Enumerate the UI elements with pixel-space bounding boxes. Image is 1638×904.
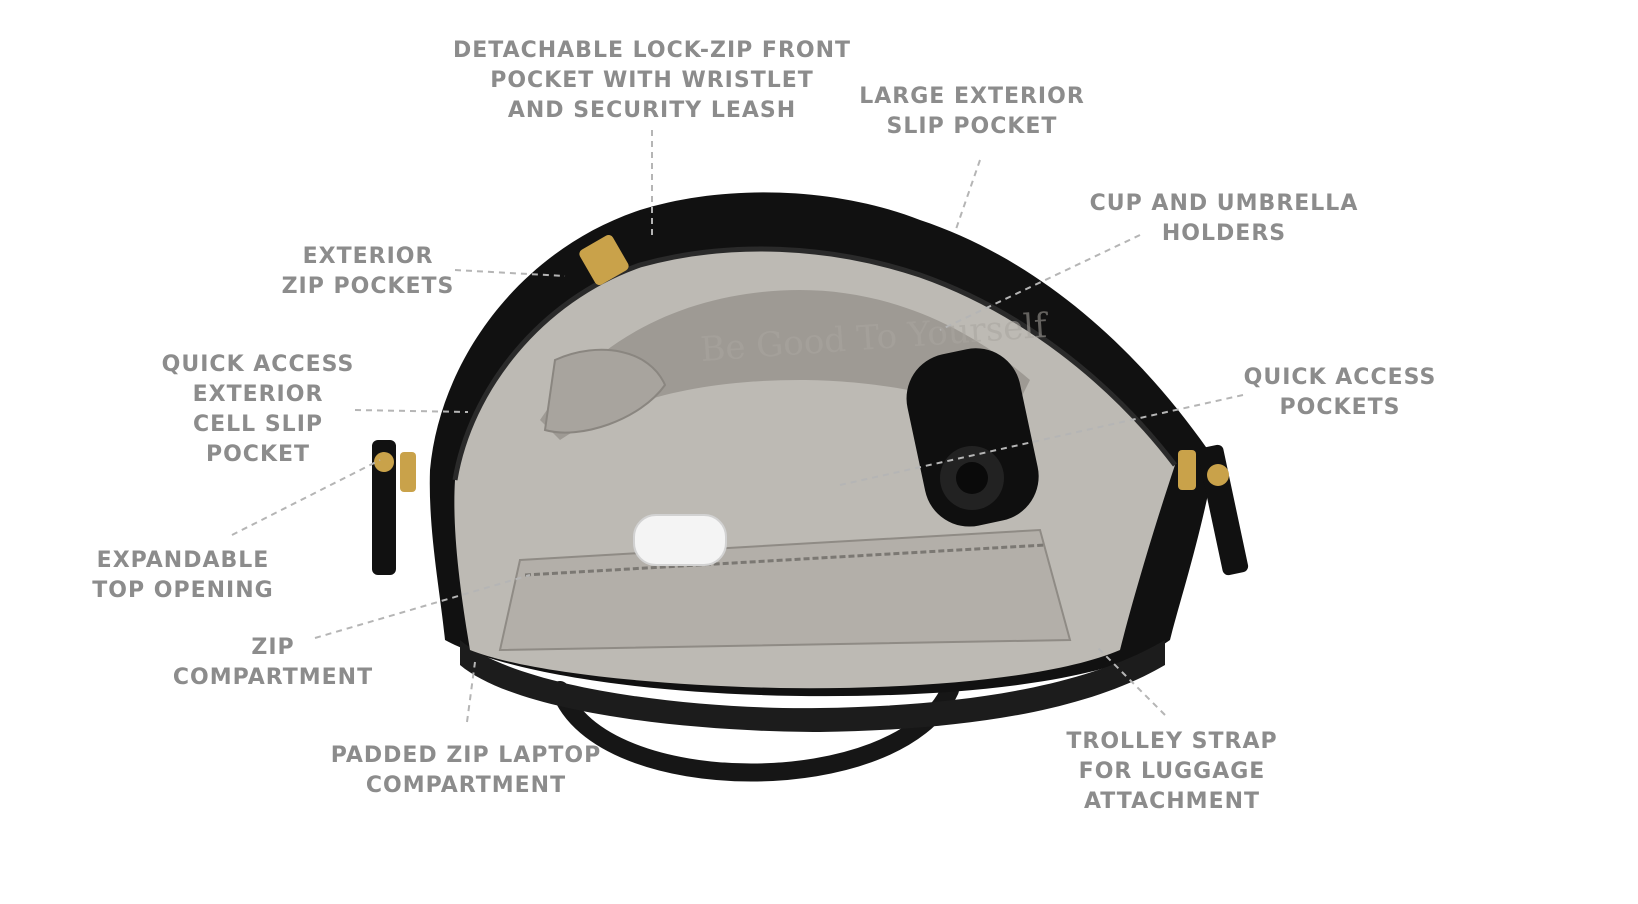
callout-line: EXPANDABLE xyxy=(96,548,270,573)
callout-line: AND SECURITY LEASH xyxy=(507,98,797,123)
leader-quick-access xyxy=(839,394,1244,486)
callout-trolley: TROLLEY STRAP FOR LUGGAGE ATTACHMENT xyxy=(1066,727,1277,817)
carry-handle xyxy=(551,681,959,782)
callout-line: HOLDERS xyxy=(1161,221,1287,246)
callout-line: CELL SLIP xyxy=(192,412,324,437)
callout-laptop: PADDED ZIP LAPTOP COMPARTMENT xyxy=(331,741,602,801)
leader-cell-slip xyxy=(354,409,469,413)
callout-line: CUP AND UMBRELLA xyxy=(1089,191,1359,216)
callout-large-slip: LARGE EXTERIOR SLIP POCKET xyxy=(859,82,1085,142)
laptop-compartment-shell xyxy=(460,640,1165,732)
leader-trolley xyxy=(1094,644,1166,716)
callout-line: POCKET WITH WRISTLET xyxy=(490,68,814,93)
callout-line: ATTACHMENT xyxy=(1083,789,1261,814)
callout-expandable: EXPANDABLE TOP OPENING xyxy=(92,546,273,606)
top-zip-pull xyxy=(579,235,629,285)
callout-quick-access: QUICK ACCESS POCKETS xyxy=(1244,363,1437,423)
top-zipper xyxy=(452,246,1177,481)
callout-line: PADDED ZIP LAPTOP xyxy=(330,743,602,768)
callout-line: ZIP POCKETS xyxy=(281,274,455,299)
callout-line: EXTERIOR xyxy=(192,382,324,407)
callout-line: COMPARTMENT xyxy=(172,665,374,690)
leader-cup-umbrella xyxy=(939,234,1141,331)
leader-exterior-zip xyxy=(454,269,566,277)
callout-cup-umbrella: CUP AND UMBRELLA HOLDERS xyxy=(1090,189,1359,249)
callout-line: EXTERIOR xyxy=(302,244,434,269)
callout-line: SLIP POCKET xyxy=(886,114,1058,139)
callout-zip-compartment: ZIP COMPARTMENT xyxy=(173,633,373,693)
right-zip-pull xyxy=(1178,444,1249,576)
callout-line: QUICK ACCESS xyxy=(1243,365,1437,390)
callout-line: LARGE EXTERIOR xyxy=(859,84,1085,109)
callout-line: POCKETS xyxy=(1279,395,1401,420)
callout-line: TOP OPENING xyxy=(92,578,274,603)
callout-lockzip: DETACHABLE LOCK-ZIP FRONT POCKET WITH WR… xyxy=(453,36,851,126)
callout-cell-slip: QUICK ACCESS EXTERIOR CELL SLIP POCKET xyxy=(162,350,355,470)
callout-line: COMPARTMENT xyxy=(365,773,567,798)
callout-line: ZIP xyxy=(251,635,295,660)
callout-line: POCKET xyxy=(205,442,311,467)
water-bottle xyxy=(906,348,1039,527)
bag-illustration xyxy=(372,192,1249,782)
callout-line: FOR LUGGAGE xyxy=(1078,759,1266,784)
leader-zip-compartment xyxy=(314,574,531,639)
callout-line: TROLLEY STRAP xyxy=(1066,729,1278,754)
lining-back-wall xyxy=(540,290,1030,440)
cup-holder xyxy=(543,348,667,434)
leader-large-slip xyxy=(954,159,981,233)
callout-exterior-zip: EXTERIOR ZIP POCKETS xyxy=(282,242,455,302)
earbud-case xyxy=(633,514,727,566)
leader-lines xyxy=(231,130,1244,723)
interior-zip-line xyxy=(524,543,1046,577)
callout-line: QUICK ACCESS xyxy=(161,352,355,377)
left-zip-pull xyxy=(372,440,416,575)
callout-line: DETACHABLE LOCK-ZIP FRONT xyxy=(452,38,852,63)
leader-expandable xyxy=(231,459,381,536)
